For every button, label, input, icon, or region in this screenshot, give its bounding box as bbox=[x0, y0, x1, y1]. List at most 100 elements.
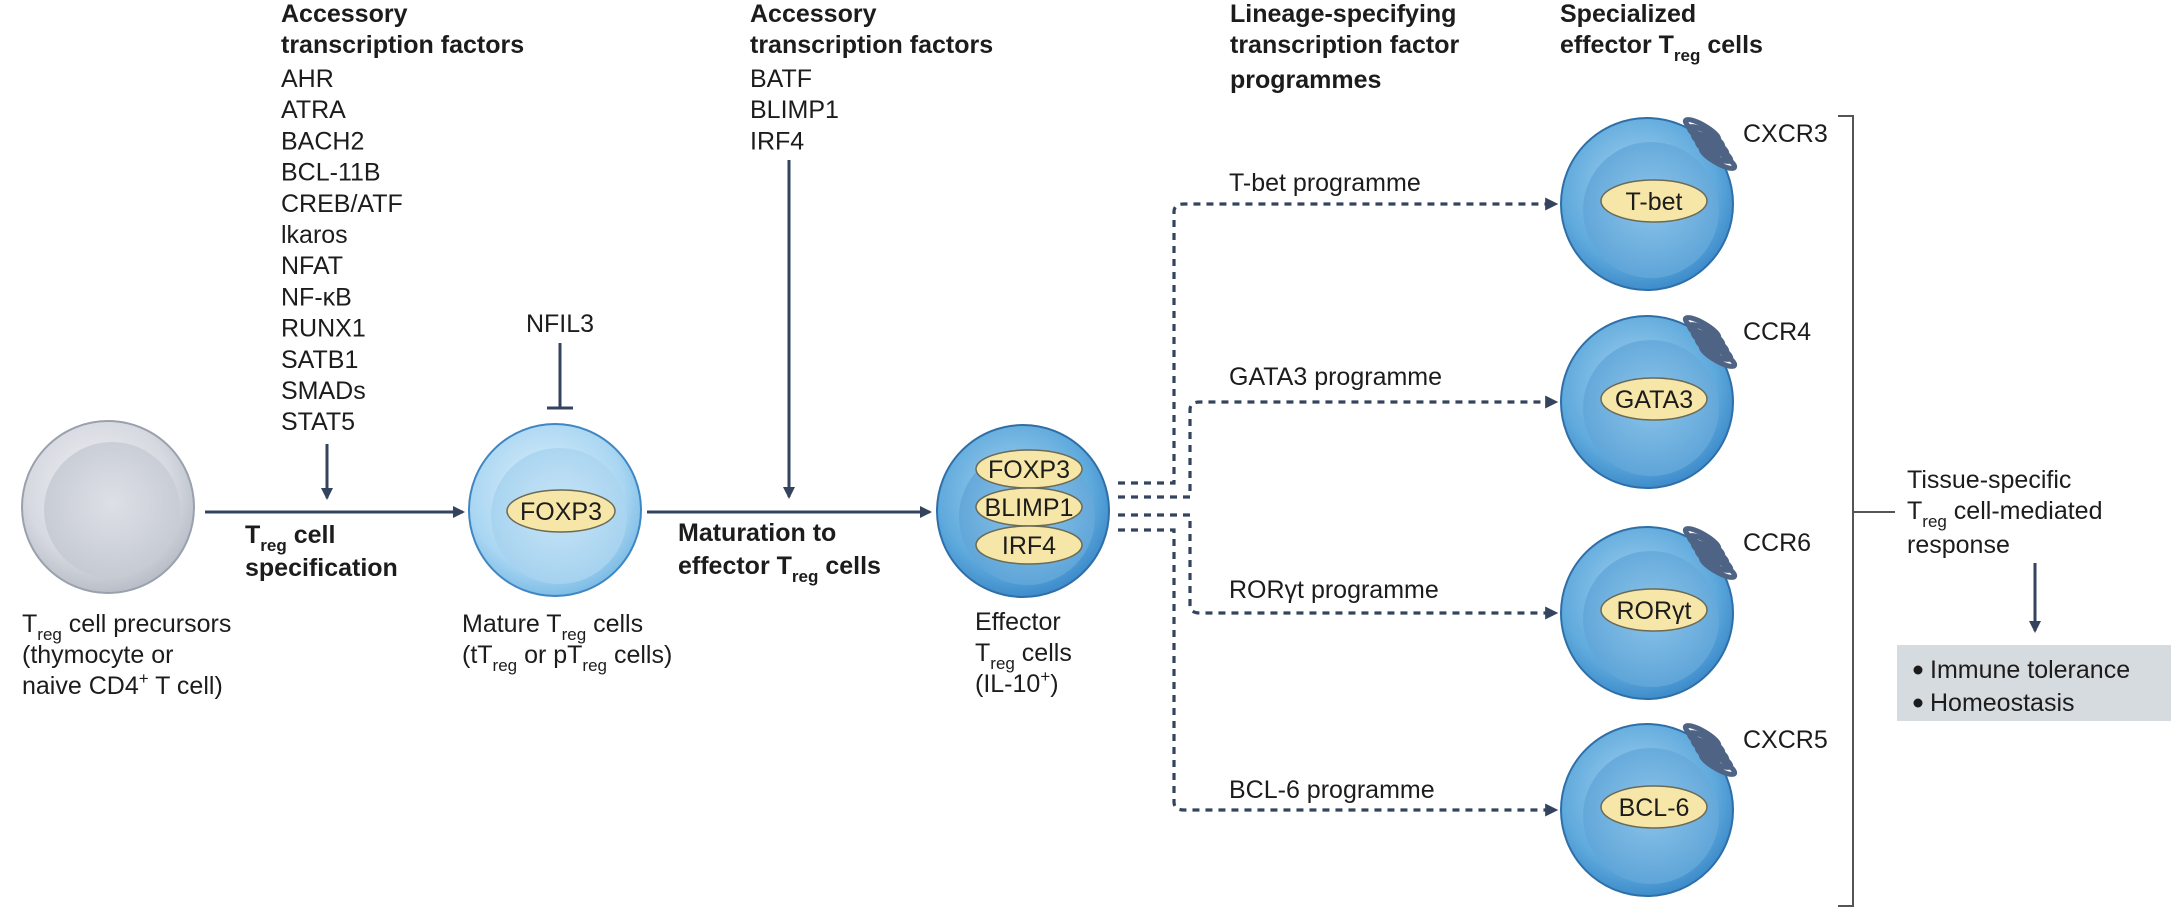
prec-text: cell precursors bbox=[62, 610, 232, 638]
prec-l3b: T cell) bbox=[149, 672, 223, 700]
specialized-factor-label: BCL-6 bbox=[1619, 794, 1690, 822]
specialized-cell: GATA3 CCR4 bbox=[1560, 315, 1811, 489]
foxp3-label: FOXP3 bbox=[520, 498, 602, 526]
outcomes-box bbox=[1897, 645, 2171, 721]
bullet-dot bbox=[1913, 698, 1923, 708]
programme-label: RORγt programme bbox=[1229, 576, 1439, 604]
programme-path bbox=[1118, 528, 1559, 817]
chemokine-receptor-icon bbox=[1682, 117, 1738, 171]
chemokine-receptor-icon bbox=[1682, 315, 1738, 369]
precursor-label-line1: Treg cell precursors bbox=[22, 610, 231, 644]
eff-l2a: T bbox=[975, 639, 990, 667]
effector-label-line1: Effector bbox=[975, 608, 1061, 636]
specialized-header-text-b: cells bbox=[1700, 31, 1763, 59]
resp-text: cell-mediated bbox=[1947, 497, 2103, 525]
accessory-factor-item: lkaros bbox=[281, 221, 348, 249]
outcome-item: Immune tolerance bbox=[1930, 656, 2130, 684]
programme-path bbox=[1118, 395, 1559, 499]
programme-path bbox=[1118, 197, 1559, 485]
accessory-factor-item: AHR bbox=[281, 65, 334, 93]
accessory-header-1-line2: transcription factors bbox=[281, 31, 524, 59]
mat-text-b: cells bbox=[818, 552, 881, 580]
accessory-header-1-line1: Accessory bbox=[281, 0, 408, 28]
accessory-header-2-line2: transcription factors bbox=[750, 31, 993, 59]
mat-l2c: cells) bbox=[607, 641, 672, 669]
spec-cell: cell bbox=[287, 521, 336, 549]
receptor-label: CCR4 bbox=[1743, 318, 1811, 346]
receptor-coil bbox=[1698, 145, 1738, 171]
foxp3-pill bbox=[506, 489, 616, 533]
receptor-label: CXCR3 bbox=[1743, 120, 1828, 148]
response-line1: Tissue-specific bbox=[1907, 466, 2071, 494]
eff-l3b: ) bbox=[1050, 670, 1058, 698]
prec-t: T bbox=[22, 610, 37, 638]
mat-l2sub1: reg bbox=[493, 656, 518, 675]
precursor-cell-nucleus bbox=[44, 442, 180, 578]
effector-label-line3: (IL-10+) bbox=[975, 667, 1059, 698]
precursor-label-line2: (thymocyte or bbox=[22, 641, 173, 669]
prec-l3a: naive CD4 bbox=[22, 672, 139, 700]
lineage-header-line3: programmes bbox=[1230, 66, 1381, 94]
specialized-factor-pill bbox=[1600, 179, 1708, 223]
prec-sub: reg bbox=[37, 625, 62, 644]
accessory-header-2-line1: Accessory bbox=[750, 0, 877, 28]
accessory-factor-item: SMADs bbox=[281, 377, 366, 405]
receptor-coil bbox=[1698, 751, 1738, 777]
accessory-factor-item: BACH2 bbox=[281, 127, 364, 155]
programme-path bbox=[1118, 513, 1559, 620]
mature-treg-cell: FOXP3 bbox=[468, 423, 642, 597]
accessory-factor-item: NF-κB bbox=[281, 283, 352, 311]
specification-line1: Treg cell bbox=[245, 521, 335, 555]
accessory-factor-item: BCL-11B bbox=[281, 159, 381, 187]
accessory-factor-item: RUNX1 bbox=[281, 315, 366, 343]
maturation-line1: Maturation to bbox=[678, 519, 836, 547]
response-line3: response bbox=[1907, 531, 2010, 559]
programme-label: T-bet programme bbox=[1229, 169, 1421, 197]
mat-l1sub: reg bbox=[562, 625, 587, 644]
nfil3-label: NFIL3 bbox=[526, 310, 594, 338]
specialized-factor-pill bbox=[1600, 588, 1708, 632]
mature-label-line2: (tTreg or pTreg cells) bbox=[462, 641, 672, 675]
accessory-factor-item: BATF bbox=[750, 65, 812, 93]
specialized-factor-label: T-bet bbox=[1626, 188, 1683, 216]
response-line2: Treg cell-mediated bbox=[1907, 497, 2103, 531]
specialized-factor-pill bbox=[1600, 785, 1708, 829]
mature-label-line1: Mature Treg cells bbox=[462, 610, 643, 644]
eff-l2b: cells bbox=[1015, 639, 1072, 667]
mat-sub: reg bbox=[792, 567, 818, 586]
response-bracket bbox=[1838, 115, 1854, 907]
specialized-header-line2: effector Treg cells bbox=[1560, 31, 1763, 65]
lineage-header-line1: Lineage-specifying bbox=[1230, 0, 1456, 28]
mat-l1b: cells bbox=[586, 610, 643, 638]
accessory-factor-list-1: AHRATRABACH2BCL-11BCREB/ATFlkarosNFATNF-… bbox=[281, 65, 403, 436]
effector-factor-label: FOXP3 bbox=[988, 456, 1070, 484]
eff-l2sub: reg bbox=[990, 654, 1015, 673]
outcome-item: Homeostasis bbox=[1930, 689, 2075, 717]
effector-factor-pill bbox=[975, 525, 1083, 565]
specialized-factor-pill bbox=[1600, 377, 1708, 421]
mat-l2a: (tT bbox=[462, 641, 493, 669]
effector-label-line2: Treg cells bbox=[975, 639, 1072, 673]
accessory-factor-item: SATB1 bbox=[281, 346, 358, 374]
programme-label: BCL-6 programme bbox=[1229, 776, 1435, 804]
accessory-factor-item: BLIMP1 bbox=[750, 96, 839, 124]
accessory-factor-item: ATRA bbox=[281, 96, 346, 124]
receptor-label: CCR6 bbox=[1743, 529, 1811, 557]
chemokine-receptor-icon bbox=[1682, 526, 1738, 580]
mat-l1a: Mature T bbox=[462, 610, 562, 638]
bullet-dot bbox=[1913, 665, 1923, 675]
specialized-header-line1: Specialized bbox=[1560, 0, 1696, 28]
resp-sub: reg bbox=[1922, 512, 1947, 531]
specialized-factor-label: GATA3 bbox=[1615, 386, 1693, 414]
receptor-coil bbox=[1698, 343, 1738, 369]
accessory-factor-item: CREB/ATF bbox=[281, 190, 403, 218]
